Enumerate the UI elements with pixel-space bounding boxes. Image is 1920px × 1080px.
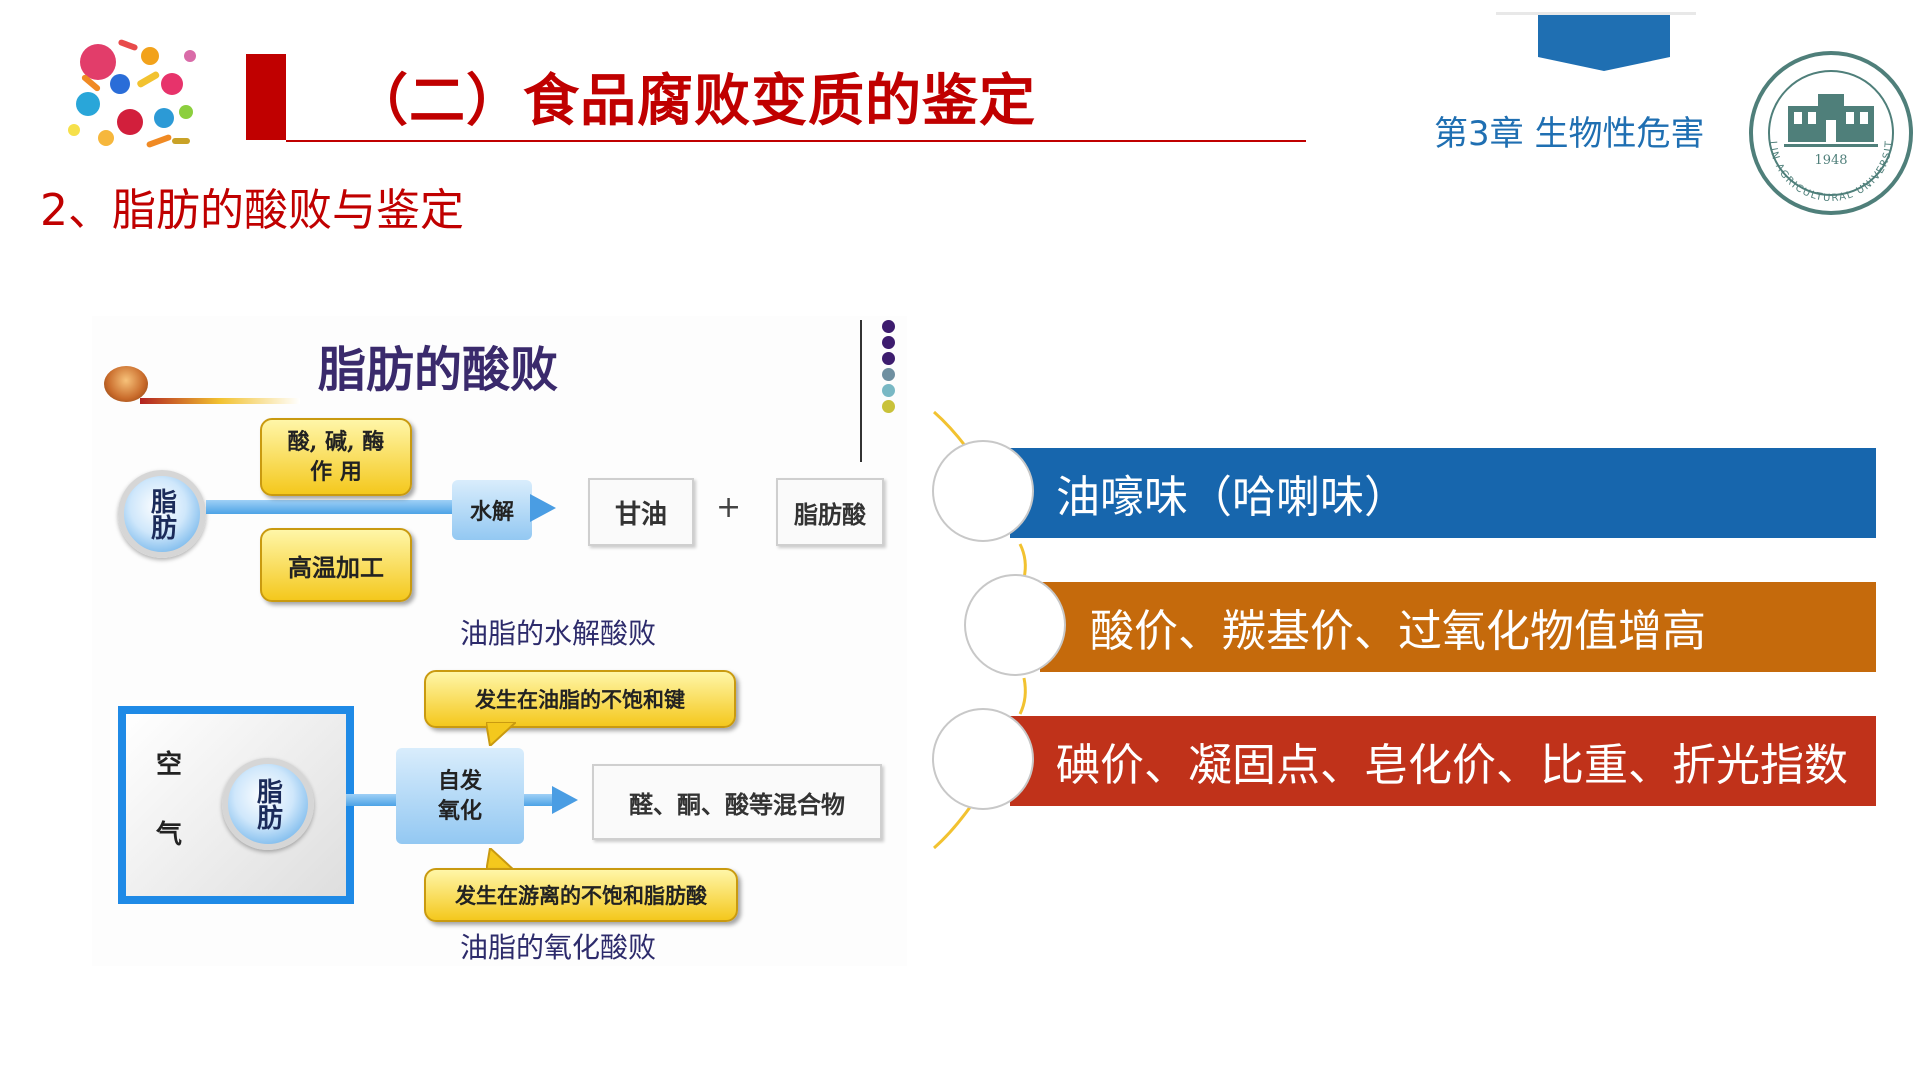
fat-circle-oxidation: 脂肪 (222, 758, 314, 850)
cause-top-line-1: 酸, 碱, 酶 (288, 427, 385, 457)
university-seal-icon: 1948 JILIN AGRICULTURAL UNIVERSITY (1748, 50, 1914, 216)
callout-free-fatty-acid: 发生在游离的不饱和脂肪酸 (424, 868, 738, 922)
callout-pointer-icon (486, 722, 516, 746)
indicator-band-1: 油嚎味（哈喇味） (1010, 448, 1876, 538)
oxidation-flow-line (346, 794, 396, 806)
indicator-band-2: 酸价、羰基价、过氧化物值增高 (1040, 582, 1876, 672)
product-mixture: 醛、酮、酸等混合物 (592, 764, 882, 840)
cause-acid-base-enzyme: 酸, 碱, 酶 作 用 (260, 418, 412, 496)
plus-sign: + (716, 490, 741, 525)
indicator-text-1: 油嚎味（哈喇味） (1056, 461, 1408, 525)
dot-icon (882, 368, 895, 381)
oil-bowl-icon (104, 366, 148, 402)
diagram-divider (860, 320, 862, 462)
dot-icon (882, 352, 895, 365)
indicator-band-3: 碘价、凝固点、皂化价、比重、折光指数 (1010, 716, 1876, 806)
process-auto-oxidation: 自发 氧化 (396, 748, 524, 844)
arrow-icon (552, 786, 578, 814)
hydrolysis-flow-line (206, 500, 456, 514)
title-underline (286, 140, 1306, 142)
title-accent-bar (246, 54, 286, 140)
dot-icon (882, 336, 895, 349)
indicator-text-3: 碘价、凝固点、皂化价、比重、折光指数 (1056, 729, 1848, 793)
chapter-tab-icon (1538, 15, 1670, 73)
heading-accent-bar (140, 398, 300, 404)
product-fatty-acid: 脂肪酸 (776, 478, 884, 546)
cause-high-temp: 高温加工 (260, 528, 412, 602)
process-hydrolysis: 水解 (452, 480, 532, 540)
indicator-ring-2 (964, 574, 1066, 676)
indicator-ring-1 (932, 440, 1034, 542)
indicator-ring-3 (932, 708, 1034, 810)
page-title: （二）食品腐败变质的鉴定 (352, 56, 1036, 137)
fat-circle-hydrolysis: 脂肪 (118, 470, 206, 558)
callout-unsaturated-bond: 发生在油脂的不饱和键 (424, 670, 736, 728)
product-glycerol: 甘油 (588, 478, 694, 546)
caption-hydrolysis: 油脂的水解酸败 (460, 612, 656, 652)
process-line-2: 氧化 (438, 796, 482, 826)
air-char-1: 空 (156, 744, 182, 781)
air-char-2: 气 (156, 814, 182, 851)
arrow-icon (530, 494, 556, 522)
dot-icon (882, 400, 895, 413)
cause-top-line-2: 作 用 (310, 457, 362, 487)
caption-oxidation: 油脂的氧化酸败 (460, 926, 656, 966)
process-line-1: 自发 (438, 766, 482, 796)
dot-icon (882, 320, 895, 333)
chapter-label: 第3章 生物性危害 (1434, 106, 1704, 155)
section-subtitle: 2、脂肪的酸败与鉴定 (40, 174, 464, 238)
diagram-heading: 脂肪的酸败 (318, 330, 558, 400)
oxidation-flow-line-2 (524, 794, 554, 806)
seal-year: 1948 (1814, 153, 1847, 168)
microbes-decoration-icon (60, 26, 210, 166)
dot-icon (882, 384, 895, 397)
indicator-text-2: 酸价、羰基价、过氧化物值增高 (1090, 595, 1706, 659)
